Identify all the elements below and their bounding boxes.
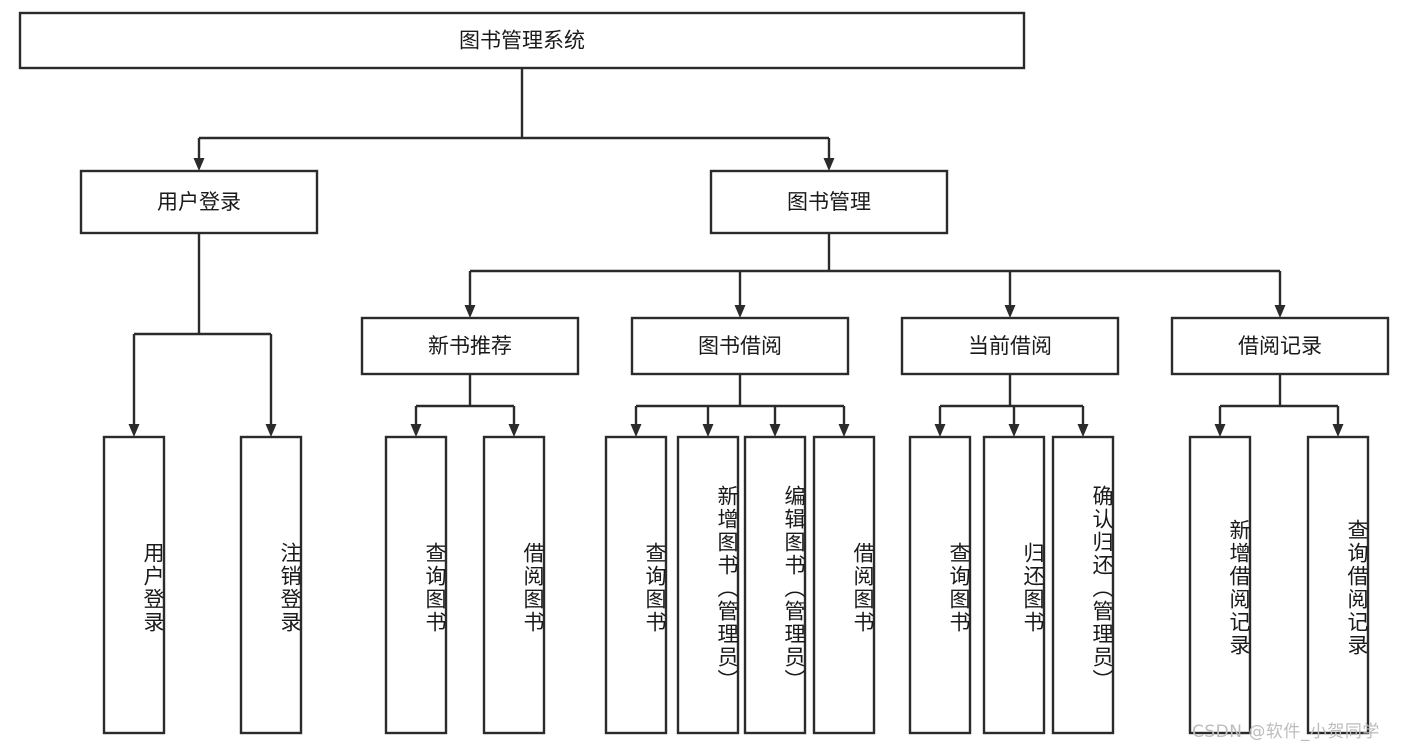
node-borrow-record-box[interactable] (1170, 316, 1390, 376)
node-current-borrow[interactable]: 当前借阅 (900, 316, 1120, 376)
node-book-management[interactable]: 图书管理 (709, 169, 949, 235)
node-book-borrow-box[interactable] (630, 316, 850, 376)
node-new-book-recommend[interactable]: 新书推荐 (360, 316, 580, 376)
connector-edge-borrow-record-bus (1214, 374, 1344, 437)
node-leaf-query-borrow-record-box[interactable] (1306, 435, 1370, 735)
node-leaf-user-login[interactable] (102, 435, 166, 735)
node-book-borrow-label: 图书借阅 (698, 334, 782, 358)
watermark-text: CSDN @软件_小贺同学 (1192, 722, 1380, 742)
node-borrow-record-label: 借阅记录 (1238, 334, 1322, 358)
node-current-borrow-box[interactable] (900, 316, 1120, 376)
node-root[interactable]: 图书管理系统 (18, 11, 1026, 70)
node-leaf-query-book-borrow[interactable] (604, 435, 668, 735)
node-leaf-borrow-book-recommend[interactable] (482, 435, 546, 735)
node-user-login[interactable]: 用户登录 (79, 169, 319, 235)
node-leaf-logout-login-box[interactable] (239, 435, 303, 735)
node-leaf-edit-book-admin[interactable] (743, 435, 807, 735)
node-leaf-add-book-admin[interactable] (676, 435, 740, 735)
node-leaf-edit-book-admin-box[interactable] (743, 435, 807, 735)
node-leaf-query-book-recommend-box[interactable] (384, 435, 448, 735)
node-leaf-query-book-current-box[interactable] (908, 435, 972, 735)
node-leaf-borrow-book-recommend-box[interactable] (482, 435, 546, 735)
node-current-borrow-label: 当前借阅 (968, 334, 1052, 358)
node-leaf-confirm-return-admin[interactable] (1051, 435, 1115, 735)
node-leaf-borrow-book-box[interactable] (812, 435, 876, 735)
connector-edge-user-login-bus (128, 233, 277, 437)
connector-edge-book-borrow-bus (630, 374, 850, 437)
node-user-login-box[interactable] (79, 169, 319, 235)
node-leaf-add-borrow-record-box[interactable] (1188, 435, 1252, 735)
connector-edge-new-book-recommend-bus (410, 374, 520, 437)
node-new-book-recommend-box[interactable] (360, 316, 580, 376)
node-leaf-confirm-return-admin-box[interactable] (1051, 435, 1115, 735)
node-leaf-query-book-current[interactable] (908, 435, 972, 735)
node-leaf-add-book-admin-box[interactable] (676, 435, 740, 735)
node-leaf-query-book-recommend[interactable] (384, 435, 448, 735)
connector-edge-root-bus (193, 68, 835, 171)
node-new-book-recommend-label: 新书推荐 (428, 334, 512, 358)
node-leaf-query-book-borrow-box[interactable] (604, 435, 668, 735)
node-leaf-return-book[interactable] (982, 435, 1046, 735)
node-leaf-borrow-book[interactable] (812, 435, 876, 735)
connector-edge-current-borrow-bus (934, 374, 1089, 437)
connector-layer (128, 68, 1344, 437)
node-borrow-record[interactable]: 借阅记录 (1170, 316, 1390, 376)
node-leaf-user-login-box[interactable] (102, 435, 166, 735)
node-root-label: 图书管理系统 (459, 29, 585, 53)
node-book-management-label: 图书管理 (787, 190, 871, 214)
node-book-borrow[interactable]: 图书借阅 (630, 316, 850, 376)
node-leaf-return-book-box[interactable] (982, 435, 1046, 735)
connector-edge-book-management-bus (464, 233, 1286, 318)
node-leaf-add-borrow-record[interactable] (1188, 435, 1252, 735)
node-leaf-query-borrow-record[interactable] (1306, 435, 1370, 735)
node-leaf-logout-login[interactable] (239, 435, 303, 735)
node-book-management-box[interactable] (709, 169, 949, 235)
node-root-box[interactable] (18, 11, 1026, 70)
node-user-login-label: 用户登录 (157, 190, 241, 214)
